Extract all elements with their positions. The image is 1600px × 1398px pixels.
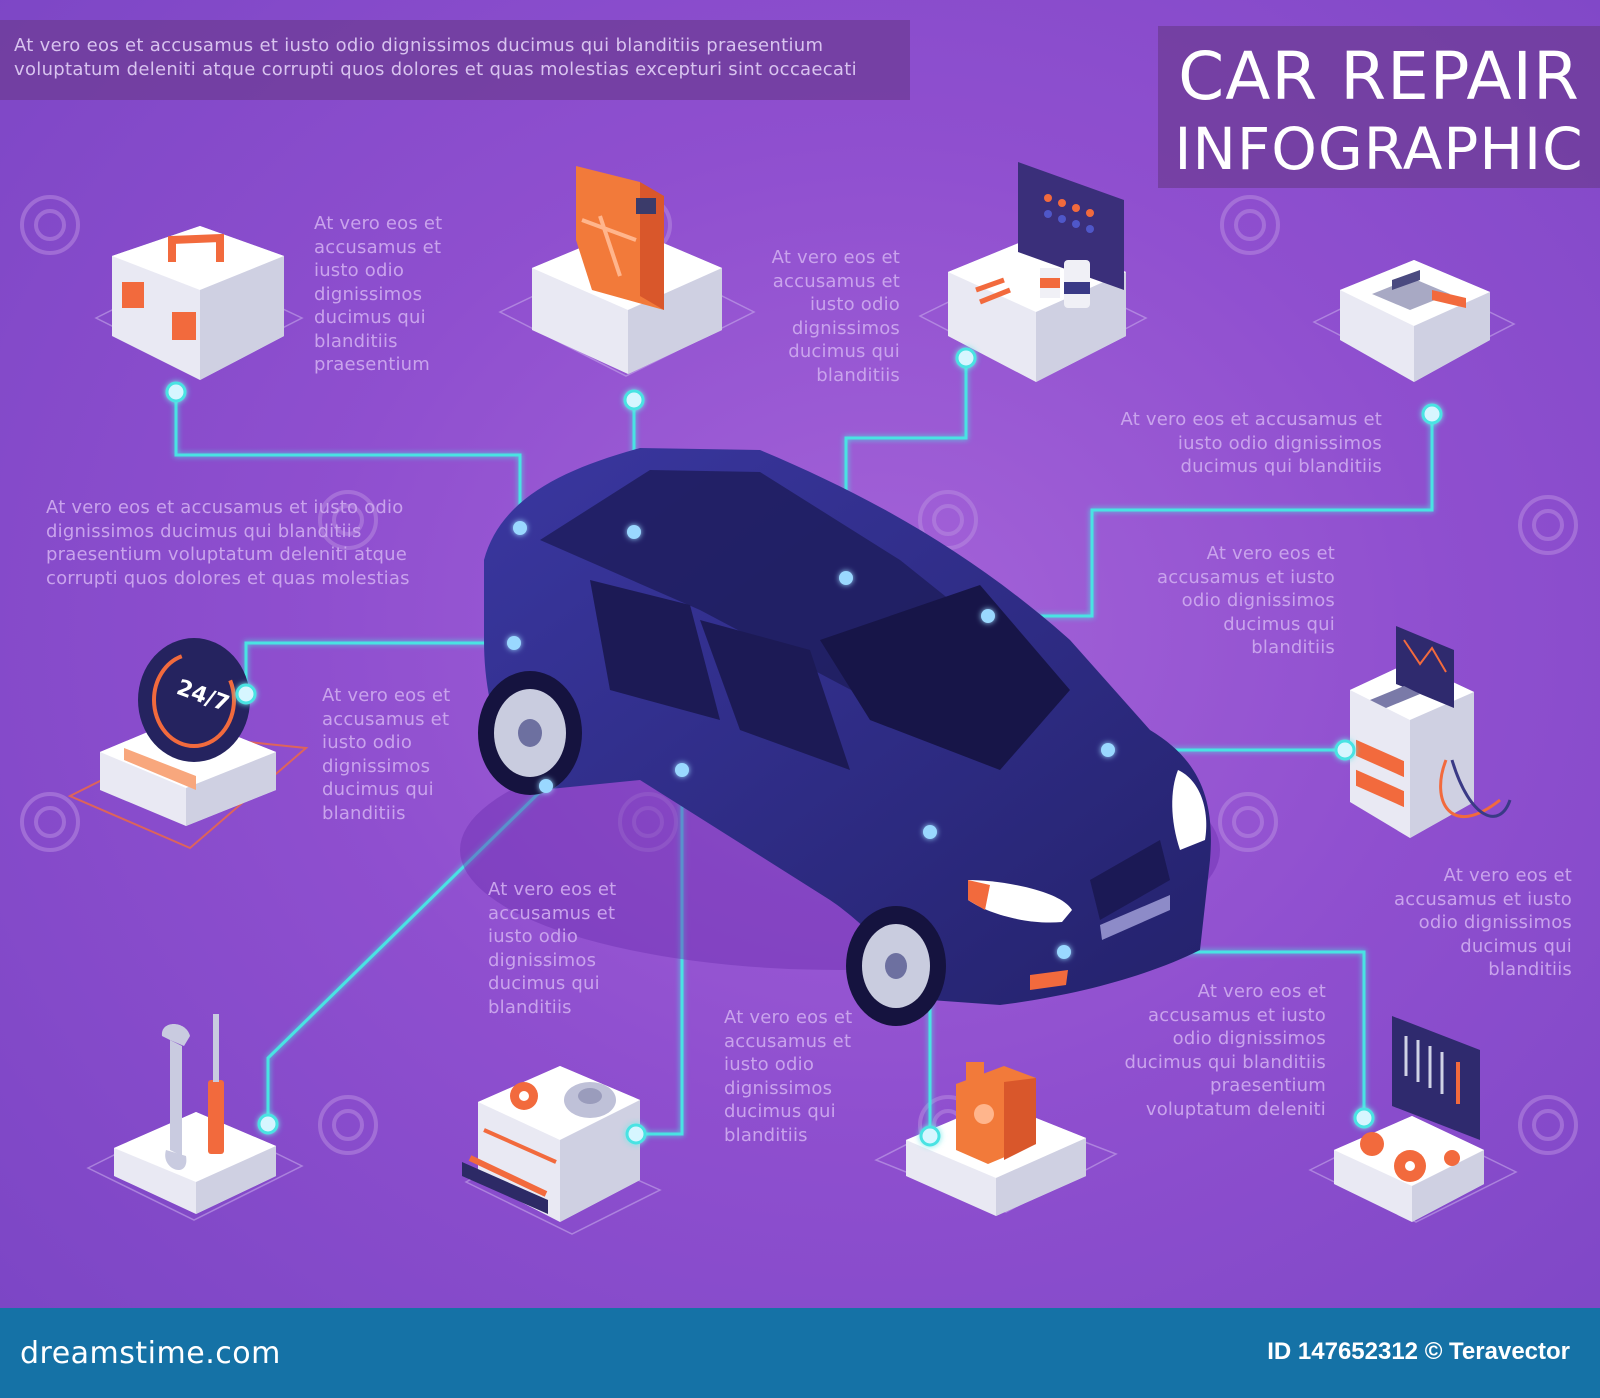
footer-bar: dreamstime.com ID 147652312 © Teravector bbox=[0, 1308, 1600, 1398]
note-right-mid: At vero eos et accusamus et iusto odio d… bbox=[1157, 543, 1335, 658]
car-icon bbox=[460, 448, 1220, 1026]
note-right-lower: At vero eos et accusamus et iusto odio d… bbox=[1394, 865, 1572, 980]
note-bottom-center: At vero eos et accusamus et iusto odio d… bbox=[724, 1007, 853, 1146]
oil-canister-icon bbox=[874, 1062, 1118, 1216]
intro-text: At vero eos et accusamus et iusto odio d… bbox=[0, 20, 910, 100]
wrench-screwdriver-icon bbox=[86, 1014, 304, 1221]
car-nodes bbox=[507, 521, 1115, 959]
note-top-right: At vero eos et accusamus et iusto odio d… bbox=[1120, 409, 1382, 477]
parts-cabinet-icon bbox=[462, 1066, 662, 1235]
connector-nodes bbox=[165, 347, 1443, 1147]
footer-brand: dreamstime.com bbox=[20, 1336, 281, 1371]
title-line-1: CAR REPAIR bbox=[1178, 38, 1580, 115]
note-toolbox: At vero eos et accusamus et iusto odio d… bbox=[314, 213, 443, 375]
clock-24-7-icon: 24/7 bbox=[67, 638, 309, 850]
watermark-swirls bbox=[20, 195, 1578, 1155]
note-left-long: At vero eos et accusamus et iusto odio d… bbox=[46, 497, 410, 589]
footer-stock-id: ID 147652312 © Teravector bbox=[1267, 1338, 1570, 1365]
title-line-2: INFOGRAPHIC bbox=[1174, 115, 1584, 183]
body-panel-icon bbox=[1312, 260, 1516, 382]
paint-station-icon bbox=[918, 162, 1148, 382]
title-box: CAR REPAIR INFOGRAPHIC bbox=[1158, 26, 1600, 188]
note-bottom-right: At vero eos et accusamus et iusto odio d… bbox=[1124, 981, 1326, 1120]
fuel-canister-icon bbox=[498, 166, 756, 377]
toolbox-icon bbox=[94, 226, 304, 380]
illustration: 24/7 bbox=[20, 162, 1578, 1235]
note-fuel: At vero eos et accusamus et iusto odio d… bbox=[771, 247, 900, 386]
gears-board-icon bbox=[1308, 1016, 1518, 1223]
note-clock: At vero eos et accusamus et iusto odio d… bbox=[322, 685, 451, 824]
diagnostic-machine-icon bbox=[1350, 626, 1512, 838]
note-center-lower: At vero eos et accusamus et iusto odio d… bbox=[488, 879, 617, 1018]
